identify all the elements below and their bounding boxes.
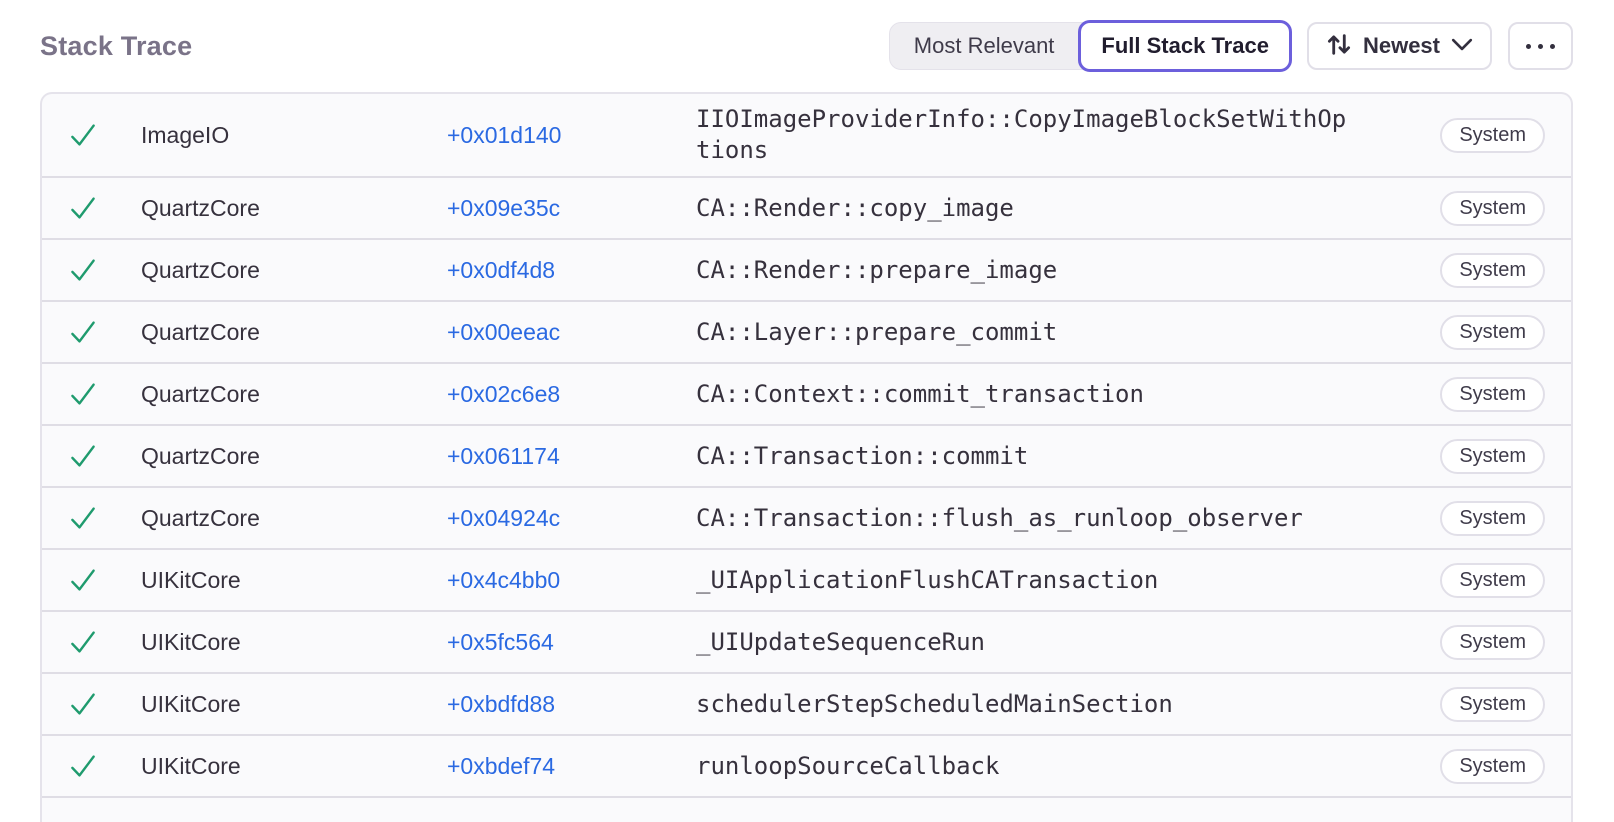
frame-library-badge: System: [1440, 252, 1545, 288]
frame-function: schedulerStepScheduledMainSection: [696, 689, 1173, 718]
stack-frame-row[interactable]: QuartzCore +0x09e35c CA::Render::copy_im…: [42, 176, 1571, 238]
check-icon: [68, 627, 98, 657]
stack-frame-row[interactable]: UIKitCore +0x5fc564 _UIUpdateSequenceRun…: [42, 610, 1571, 672]
frame-function: CA::Render::copy_image: [696, 193, 1014, 222]
frame-function: CA::Transaction::commit: [696, 441, 1029, 470]
sort-button[interactable]: Newest: [1306, 22, 1492, 70]
frame-badge-cell: System: [1354, 500, 1545, 536]
frame-function: CA::Context::commit_transaction: [696, 379, 1144, 408]
stack-frame-row[interactable]: UIKitCore +0xbdfd88 schedulerStepSchedul…: [42, 672, 1571, 734]
frame-offset-link[interactable]: +0x5fc564: [447, 628, 554, 655]
frame-offset-link[interactable]: +0x01d140: [447, 121, 562, 148]
check-icon: [68, 317, 98, 347]
frame-offset-link[interactable]: +0x0df4d8: [447, 256, 556, 283]
chevron-down-icon: [1451, 37, 1473, 55]
check-icon: [68, 120, 98, 150]
header-controls: Most Relevant Full Stack Trace Newest: [888, 20, 1573, 72]
frame-function: _UIApplicationFlushCATransaction: [696, 565, 1159, 594]
frame-library-badge: System: [1440, 190, 1545, 226]
frame-offset-link[interactable]: +0x00eeac: [447, 318, 561, 345]
stack-frame-row[interactable]: QuartzCore +0x02c6e8 CA::Context::commit…: [42, 362, 1571, 424]
check-icon: [68, 689, 98, 719]
stack-frame-row[interactable]: UIKitCore +0xbdef74 runloopSourceCallbac…: [42, 734, 1571, 796]
frame-function: CA::Layer::prepare_commit: [696, 317, 1058, 346]
frame-module: UIKitCore: [141, 566, 241, 593]
frame-module: QuartzCore: [141, 380, 260, 407]
stack-frame-row-partial: [42, 796, 1571, 822]
stack-frame-row[interactable]: QuartzCore +0x00eeac CA::Layer::prepare_…: [42, 300, 1571, 362]
frame-function: _UIUpdateSequenceRun: [696, 627, 985, 656]
frame-badge-cell: System: [1354, 252, 1545, 288]
frame-function: CA::Render::prepare_image: [696, 255, 1058, 284]
sort-label: Newest: [1362, 33, 1440, 58]
frame-offset-link[interactable]: +0x04924c: [447, 504, 561, 531]
stack-frame-row[interactable]: ImageIO +0x01d140 IIOImageProviderInfo::…: [42, 94, 1571, 176]
ellipsis-icon: [1526, 43, 1555, 49]
frame-module: QuartzCore: [141, 318, 260, 345]
frame-function: runloopSourceCallback: [696, 751, 1000, 780]
frame-badge-cell: System: [1354, 438, 1545, 474]
frame-library-badge: System: [1440, 624, 1545, 660]
frame-module: QuartzCore: [141, 256, 260, 283]
stack-trace-table: ImageIO +0x01d140 IIOImageProviderInfo::…: [40, 92, 1573, 822]
frame-library-badge: System: [1440, 314, 1545, 350]
check-icon: [68, 379, 98, 409]
frame-library-badge: System: [1440, 500, 1545, 536]
frame-module: UIKitCore: [141, 690, 241, 717]
check-icon: [68, 503, 98, 533]
frame-badge-cell: System: [1354, 376, 1545, 412]
frame-badge-cell: System: [1354, 314, 1545, 350]
check-icon: [68, 441, 98, 471]
frame-library-badge: System: [1440, 686, 1545, 722]
frame-function: CA::Transaction::flush_as_runloop_observ…: [696, 503, 1303, 532]
stack-frame-row[interactable]: UIKitCore +0x4c4bb0 _UIApplicationFlushC…: [42, 548, 1571, 610]
frame-badge-cell: System: [1354, 117, 1545, 153]
frame-offset-link[interactable]: +0x061174: [447, 442, 560, 469]
frame-library-badge: System: [1440, 562, 1545, 598]
full-stack-trace-button[interactable]: Full Stack Trace: [1078, 20, 1292, 72]
frame-module: UIKitCore: [141, 628, 241, 655]
frame-offset-link[interactable]: +0x09e35c: [447, 194, 561, 221]
frame-function: IIOImageProviderInfo::CopyImageBlockSetW…: [696, 105, 1347, 164]
frame-module: ImageIO: [141, 121, 230, 148]
frame-badge-cell: System: [1354, 562, 1545, 598]
frame-library-badge: System: [1440, 117, 1545, 153]
frame-module: QuartzCore: [141, 442, 260, 469]
frame-module: QuartzCore: [141, 194, 260, 221]
check-icon: [68, 255, 98, 285]
frame-badge-cell: System: [1354, 686, 1545, 722]
header: Stack Trace Most Relevant Full Stack Tra…: [0, 0, 1614, 92]
frame-offset-link[interactable]: +0x02c6e8: [447, 380, 561, 407]
frame-offset-link[interactable]: +0x4c4bb0: [447, 566, 561, 593]
view-toggle: Most Relevant Full Stack Trace: [888, 20, 1292, 72]
frame-offset-link[interactable]: +0xbdef74: [447, 752, 556, 779]
page-title: Stack Trace: [40, 30, 193, 61]
stack-frame-row[interactable]: QuartzCore +0x04924c CA::Transaction::fl…: [42, 486, 1571, 548]
check-icon: [68, 193, 98, 223]
stack-frame-row[interactable]: QuartzCore +0x0df4d8 CA::Render::prepare…: [42, 238, 1571, 300]
frame-library-badge: System: [1440, 438, 1545, 474]
check-icon: [68, 565, 98, 595]
most-relevant-button[interactable]: Most Relevant: [890, 22, 1079, 70]
more-button[interactable]: [1508, 22, 1573, 70]
frame-badge-cell: System: [1354, 190, 1545, 226]
frame-module: QuartzCore: [141, 504, 260, 531]
frame-module: UIKitCore: [141, 752, 241, 779]
frame-badge-cell: System: [1354, 624, 1545, 660]
stack-frame-row[interactable]: QuartzCore +0x061174 CA::Transaction::co…: [42, 424, 1571, 486]
frame-library-badge: System: [1440, 376, 1545, 412]
check-icon: [68, 751, 98, 781]
sort-arrows-icon: [1326, 31, 1352, 61]
frame-offset-link[interactable]: +0xbdfd88: [447, 690, 556, 717]
frame-badge-cell: System: [1354, 748, 1545, 784]
frame-library-badge: System: [1440, 748, 1545, 784]
